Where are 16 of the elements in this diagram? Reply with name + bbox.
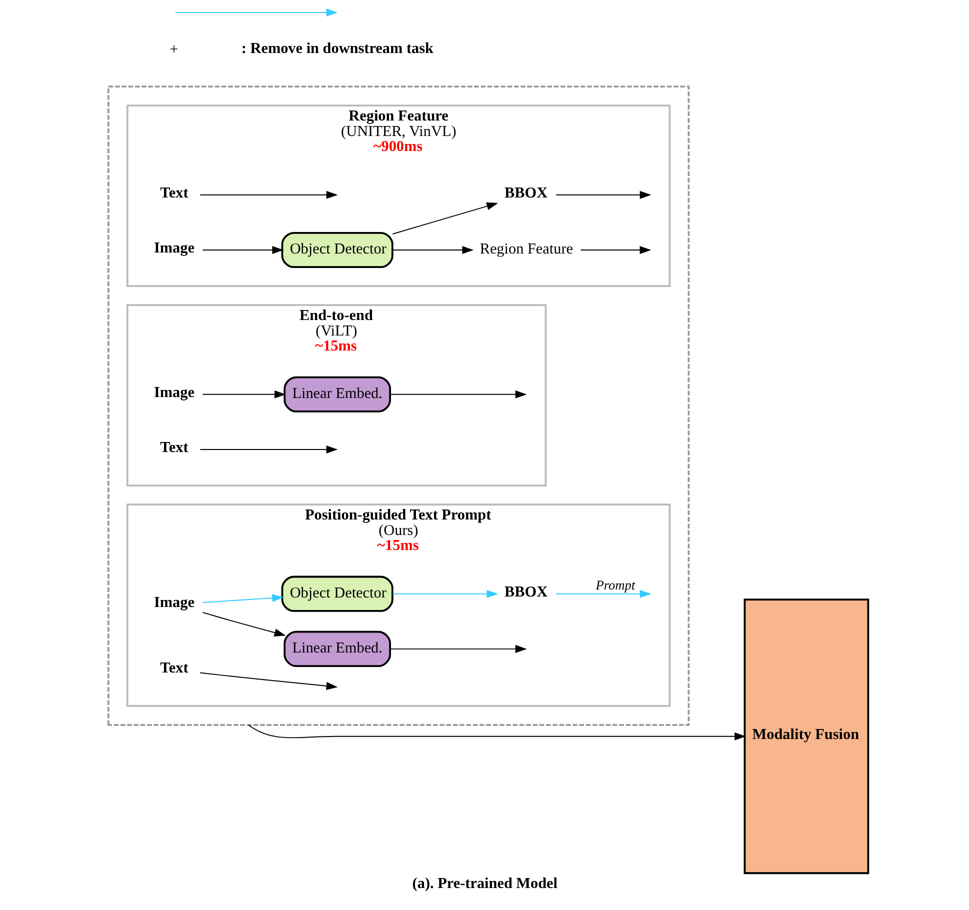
node-text: Text — [160, 660, 188, 677]
node-label: ~15ms — [315, 337, 357, 354]
node-text: Image — [154, 384, 194, 402]
node-text: Text — [160, 184, 188, 202]
edge-label: Prompt — [596, 577, 636, 592]
node-label: ~900ms — [373, 138, 423, 156]
node-text: Region Feature — [480, 240, 574, 258]
node-text: Image — [154, 240, 194, 257]
node-text: Image — [154, 594, 194, 611]
node-label: ~15ms — [377, 536, 419, 554]
caption: (a). Pre-trained Model — [412, 875, 558, 892]
label: + — [170, 41, 178, 58]
node-text: Text — [160, 439, 188, 456]
node-text: BBOX — [504, 584, 548, 601]
node-text: BBOX — [504, 184, 548, 202]
legend-label: : Remove in downstream task — [241, 40, 434, 58]
